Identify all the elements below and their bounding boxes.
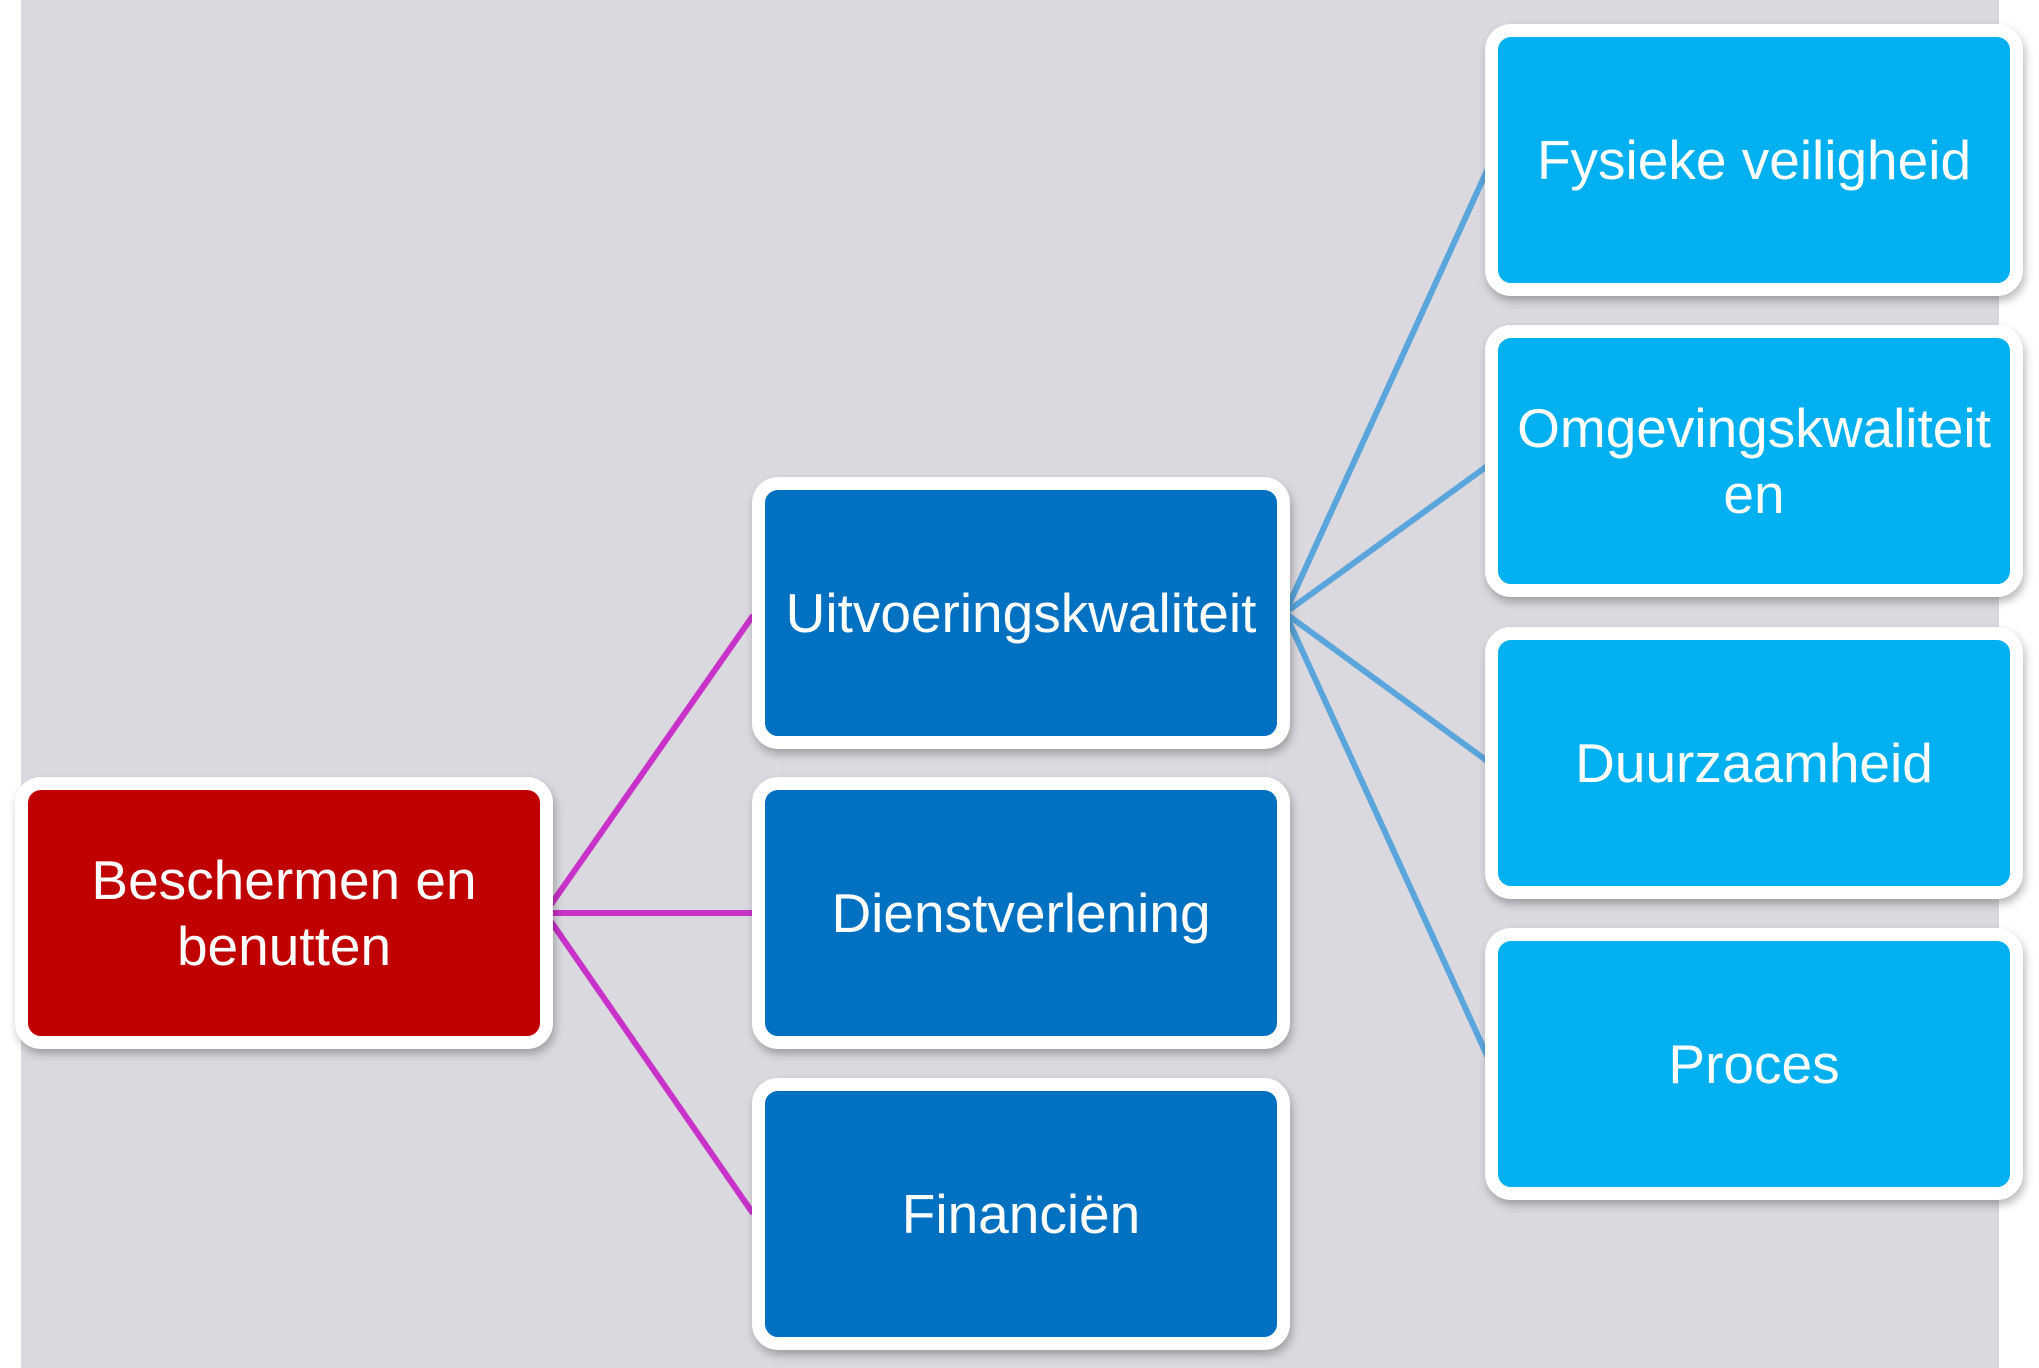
node-fysieke-veiligheid: Fysieke veiligheid	[1485, 24, 2023, 296]
node-label: Proces	[1668, 1033, 1840, 1095]
node-omgevingskwaliteiten: Omgevingskwaliteit en	[1485, 325, 2023, 597]
node-label: Fysieke veiligheid	[1536, 129, 1972, 191]
node-dienstverlening: Dienstverlening	[752, 777, 1290, 1049]
connector-root-financien	[542, 910, 755, 1215]
connector-uitvoeringskwaliteit-omgevingskwaliteiten	[1282, 461, 1493, 616]
node-label: Financiën	[901, 1183, 1141, 1245]
node-duurzaamheid: Duurzaamheid	[1485, 627, 2023, 899]
connector-uitvoeringskwaliteit-fysieke-veiligheid	[1282, 161, 1493, 616]
node-label: Beschermen en benutten	[91, 849, 477, 977]
node-beschermen-en-benutten: Beschermen en benutten	[15, 777, 553, 1049]
connector-root-uitvoeringskwaliteit	[542, 614, 755, 916]
node-label: Duurzaamheid	[1575, 732, 1933, 794]
node-label: Uitvoeringskwaliteit	[785, 582, 1257, 644]
node-proces: Proces	[1485, 928, 2023, 1200]
node-financien: Financiën	[752, 1078, 1290, 1350]
node-uitvoeringskwaliteit: Uitvoeringskwaliteit	[752, 477, 1290, 749]
node-label: Omgevingskwaliteit en	[1517, 397, 1991, 525]
connector-uitvoeringskwaliteit-duurzaamheid	[1282, 610, 1493, 766]
connector-uitvoeringskwaliteit-proces	[1282, 610, 1493, 1065]
node-label: Dienstverlening	[831, 882, 1211, 944]
